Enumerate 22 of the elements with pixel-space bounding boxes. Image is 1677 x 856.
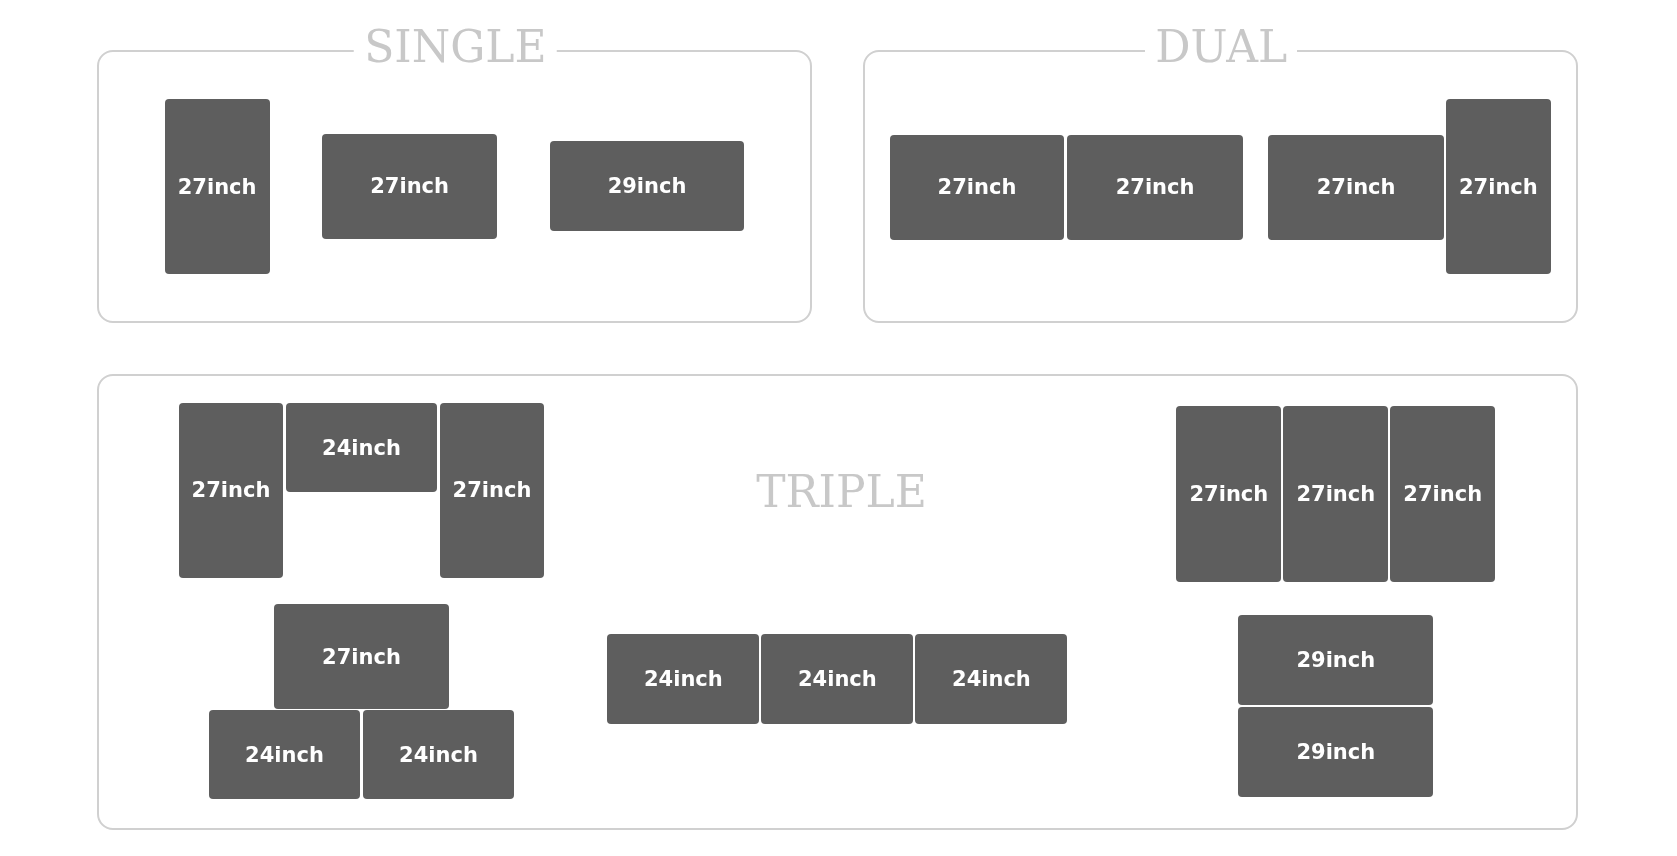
monitor-screen: 27inch bbox=[1445, 99, 1551, 274]
monitor-screen: 24inch bbox=[761, 634, 914, 725]
monitor-screen: 27inch bbox=[1067, 134, 1243, 240]
monitor-screen: 27inch bbox=[164, 99, 270, 274]
monitor-screen: 24inch bbox=[285, 403, 438, 492]
monitor-screen: 29inch bbox=[1238, 614, 1434, 705]
monitor-screen: 29inch bbox=[549, 141, 745, 231]
option-panel bbox=[97, 374, 1578, 830]
monitor-screen: 27inch bbox=[178, 403, 284, 578]
monitor-screen: 29inch bbox=[1238, 706, 1434, 797]
monitor-screen: 27inch bbox=[889, 134, 1065, 240]
monitor-screen: 27inch bbox=[273, 604, 450, 710]
monitor-screen: 27inch bbox=[1176, 406, 1282, 582]
monitor-screen: 27inch bbox=[1283, 406, 1389, 582]
monitor-screen: 24inch bbox=[607, 634, 760, 725]
monitor-screen: 24inch bbox=[362, 710, 515, 799]
monitor-screen: 27inch bbox=[1268, 134, 1444, 240]
monitor-screen: 24inch bbox=[208, 710, 361, 799]
monitor-screen: 24inch bbox=[915, 634, 1068, 725]
monitor-screen: 27inch bbox=[439, 403, 545, 578]
monitor-screen: 27inch bbox=[321, 133, 498, 239]
monitor-screen: 27inch bbox=[1390, 406, 1496, 582]
